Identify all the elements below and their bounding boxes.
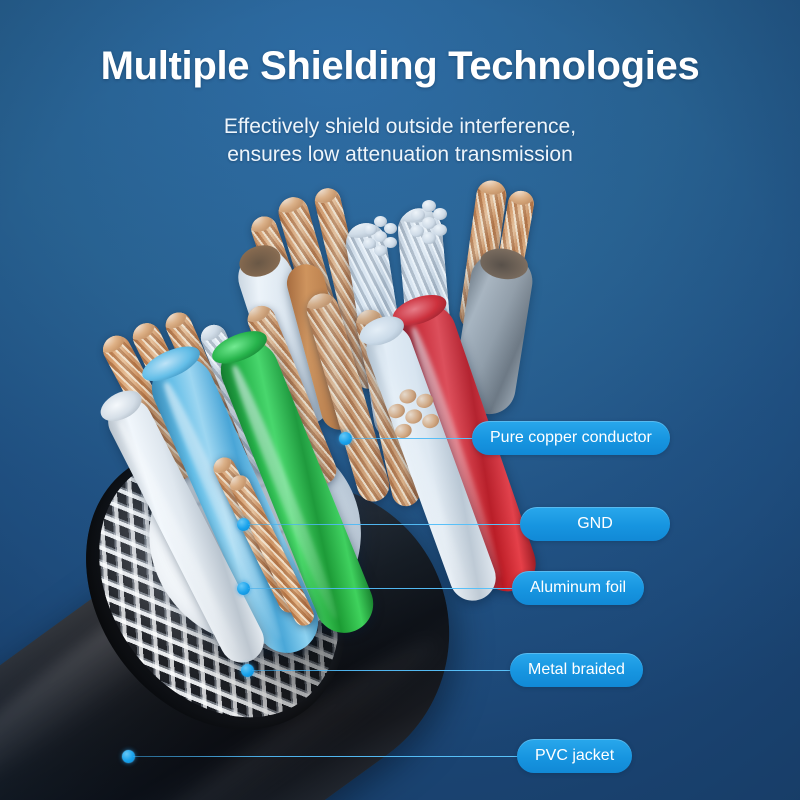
label-pure-copper-conductor[interactable]: Pure copper conductor: [472, 421, 670, 455]
label-metal-braided[interactable]: Metal braided: [510, 653, 643, 687]
page-title: Multiple Shielding Technologies: [100, 44, 700, 88]
label-pvc-jacket[interactable]: PVC jacket: [517, 739, 633, 773]
cable-core-group: [95, 150, 610, 671]
anchor-dot-pure-copper-conductor: [339, 432, 352, 445]
leader-line-gnd: [248, 524, 522, 525]
strand-cluster-cross-section: [362, 216, 404, 256]
anchor-dot-pvc-jacket: [122, 750, 135, 763]
leader-line-metal-braided: [252, 670, 512, 671]
leader-line-pvc-jacket: [133, 756, 519, 757]
label-gnd[interactable]: GND: [520, 507, 670, 541]
strand-cluster-cross-section: [408, 200, 454, 244]
leader-line-aluminum-foil: [248, 588, 514, 589]
page-subtitle: Effectively shield outside interference,…: [0, 113, 800, 169]
subtitle-line-2: ensures low attenuation transmission: [227, 142, 573, 166]
leader-line-pure-copper-conductor: [350, 438, 474, 439]
label-aluminum-foil[interactable]: Aluminum foil: [512, 571, 645, 605]
subtitle-line-1: Effectively shield outside interference,: [223, 115, 577, 138]
anchor-dot-gnd: [237, 518, 250, 531]
anchor-dot-metal-braided: [241, 664, 254, 677]
anchor-dot-aluminum-foil: [237, 582, 250, 595]
